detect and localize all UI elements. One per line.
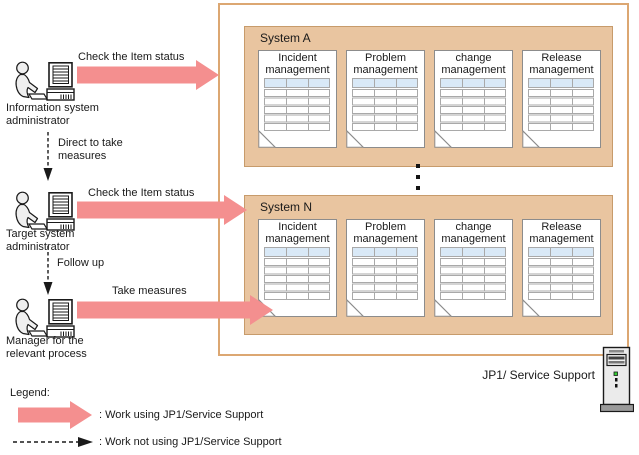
actor-label-manager-relevant-process: Manager for the relevant process bbox=[6, 335, 87, 361]
process-doc-label-line2: management bbox=[529, 64, 594, 76]
legend-item-work-not-using: : Work not using JP1/Service Support bbox=[99, 436, 282, 448]
process-doc-label-line1: Release bbox=[541, 221, 582, 233]
process-doc-label-line1: change bbox=[455, 52, 492, 64]
work-arrow-label-take-measures: Take measures bbox=[112, 285, 187, 297]
work-arrow-label-check-item-status-2: Check the Item status bbox=[88, 187, 195, 199]
work-arrow-take-measures bbox=[77, 295, 273, 325]
work-arrow-check-item-status-2 bbox=[77, 195, 247, 225]
person-at-computer-icon bbox=[15, 61, 75, 101]
legend-title: Legend: bbox=[10, 387, 50, 399]
work-arrow-check-item-status-1 bbox=[77, 60, 219, 90]
legend-item-work-using: : Work using JP1/Service Support bbox=[99, 409, 264, 421]
handoff-label-line1: Follow up bbox=[57, 257, 105, 269]
process-doc-label-line2: management bbox=[353, 64, 418, 76]
process-doc-label-line1: change bbox=[455, 221, 492, 233]
actor-label-line2: administrator bbox=[6, 115, 70, 127]
process-doc-release: Release management bbox=[522, 219, 601, 317]
process-doc-label: change management bbox=[434, 221, 513, 245]
process-doc-label-line2: management bbox=[441, 64, 506, 76]
dashed-arrow-direct-to-take-measures bbox=[43, 132, 53, 181]
handoff-label-line1: Direct to take bbox=[58, 137, 123, 149]
server-tower-icon bbox=[600, 346, 634, 413]
process-doc-label-line2: management bbox=[441, 233, 506, 245]
process-doc-label: Release management bbox=[522, 221, 601, 245]
actor-label-line2: administrator bbox=[6, 241, 70, 253]
process-doc-incident: Incident management bbox=[258, 219, 337, 317]
dashed-arrow-follow-up bbox=[43, 246, 53, 295]
process-doc-label-line1: Incident bbox=[278, 221, 317, 233]
system-a-box: System A Incident management Problem man… bbox=[244, 26, 613, 167]
process-doc-change: change management bbox=[434, 50, 513, 148]
process-doc-label-line2: management bbox=[265, 64, 330, 76]
legend-dashed-arrow-icon bbox=[13, 437, 93, 447]
jp1-service-support-container-box bbox=[218, 3, 629, 356]
handoff-label-follow-up: Follow up bbox=[57, 257, 104, 270]
process-doc-label-line2: management bbox=[265, 233, 330, 245]
handoff-label-direct-to-take-measures: Direct to take measures bbox=[58, 137, 123, 163]
actor-label-line1: Target system bbox=[6, 228, 75, 240]
actor-label-information-system-administrator: Information system administrator bbox=[6, 102, 99, 128]
actor-label-line2: relevant process bbox=[6, 348, 87, 360]
handoff-label-line2: measures bbox=[58, 150, 107, 162]
process-doc-problem: Problem management bbox=[346, 219, 425, 317]
process-doc-label-line1: Problem bbox=[365, 52, 406, 64]
system-n-box: System N Incident management Problem man… bbox=[244, 195, 613, 335]
process-doc-label: Release management bbox=[522, 52, 601, 76]
jp1-service-support-label: JP1/ Service Support bbox=[482, 368, 595, 382]
system-n-title: System N bbox=[260, 200, 313, 214]
ellipsis-dot bbox=[416, 164, 420, 168]
process-doc-incident: Incident management bbox=[258, 50, 337, 148]
process-doc-label-line2: management bbox=[529, 233, 594, 245]
process-doc-problem: Problem management bbox=[346, 50, 425, 148]
actor-label-line1: Information system bbox=[6, 102, 99, 114]
actor-label-target-system-administrator: Target system administrator bbox=[6, 228, 74, 254]
process-doc-label: Problem management bbox=[346, 221, 425, 245]
process-doc-label: Incident management bbox=[258, 221, 337, 245]
work-arrow-label-check-item-status-1: Check the Item status bbox=[78, 51, 185, 63]
process-doc-label: Incident management bbox=[258, 52, 337, 76]
process-doc-label-line1: Incident bbox=[278, 52, 317, 64]
process-doc-change: change management bbox=[434, 219, 513, 317]
ellipsis-dot bbox=[416, 186, 420, 190]
ellipsis-dot bbox=[416, 175, 420, 179]
process-doc-label-line2: management bbox=[353, 233, 418, 245]
process-doc-label-line1: Release bbox=[541, 52, 582, 64]
process-doc-label: change management bbox=[434, 52, 513, 76]
process-doc-label: Problem management bbox=[346, 52, 425, 76]
legend-pink-arrow-icon bbox=[18, 401, 92, 429]
system-a-title: System A bbox=[260, 31, 311, 45]
actor-label-line1: Manager for the bbox=[6, 335, 84, 347]
process-doc-label-line1: Problem bbox=[365, 221, 406, 233]
process-doc-release: Release management bbox=[522, 50, 601, 148]
